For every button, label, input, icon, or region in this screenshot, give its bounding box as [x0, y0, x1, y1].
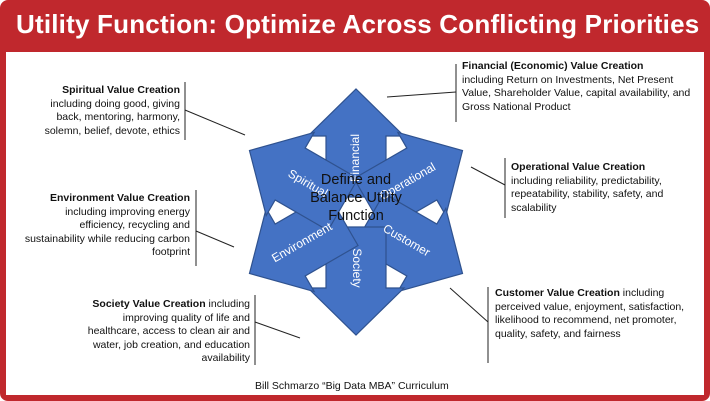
connector-environment — [195, 230, 235, 248]
connector-customer — [449, 287, 489, 323]
left-border — [0, 52, 6, 401]
spiritual-description: Spiritual Value Creation including doing… — [32, 84, 180, 138]
connector-operational — [470, 166, 506, 186]
customer-body: including perceived value, enjoyment, sa… — [495, 287, 685, 340]
spiritual-heading: Spiritual Value Creation — [62, 84, 180, 96]
environment-heading: Environment Value Creation — [49, 192, 190, 204]
curriculum-credit: Bill Schmarzo “Big Data MBA” Curriculum — [255, 380, 449, 392]
customer-description: Customer Value Creation including percei… — [495, 287, 700, 341]
connector-lines — [184, 64, 506, 365]
right-border — [704, 52, 710, 401]
spiritual-body: including doing good, giving back, mento… — [44, 97, 180, 137]
society-heading: Society Value Creation — [92, 298, 206, 310]
title-bar: Utility Function: Optimize Across Confli… — [0, 0, 710, 52]
operational-description: Operational Value Creation including rel… — [511, 161, 696, 215]
operational-heading: Operational Value Creation — [511, 161, 646, 173]
society-label: Society — [350, 248, 364, 287]
financial-heading: Financial (Economic) Value Creation — [462, 60, 644, 72]
financial-label: Financial — [348, 134, 362, 182]
financial-body: including Return on Investments, Net Pre… — [462, 73, 691, 113]
society-description: Society Value Creation including improvi… — [72, 298, 250, 366]
society-body: including improving quality of life and … — [87, 298, 250, 364]
connector-financial — [386, 91, 457, 98]
operational-body: including reliability, predictability, r… — [511, 174, 664, 214]
customer-heading: Customer Value Creation — [495, 287, 620, 299]
connector-spiritual — [184, 109, 246, 136]
environment-description: Environment Value Creation including imp… — [24, 192, 190, 260]
bottom-border — [0, 395, 710, 401]
slide-title: Utility Function: Optimize Across Confli… — [16, 9, 700, 39]
connector-society — [254, 321, 301, 339]
environment-body: including improving energy efficiency, r… — [24, 205, 190, 259]
financial-description: Financial (Economic) Value Creation incl… — [462, 60, 694, 114]
center-label: Define and Balance Utility Function — [310, 172, 402, 224]
